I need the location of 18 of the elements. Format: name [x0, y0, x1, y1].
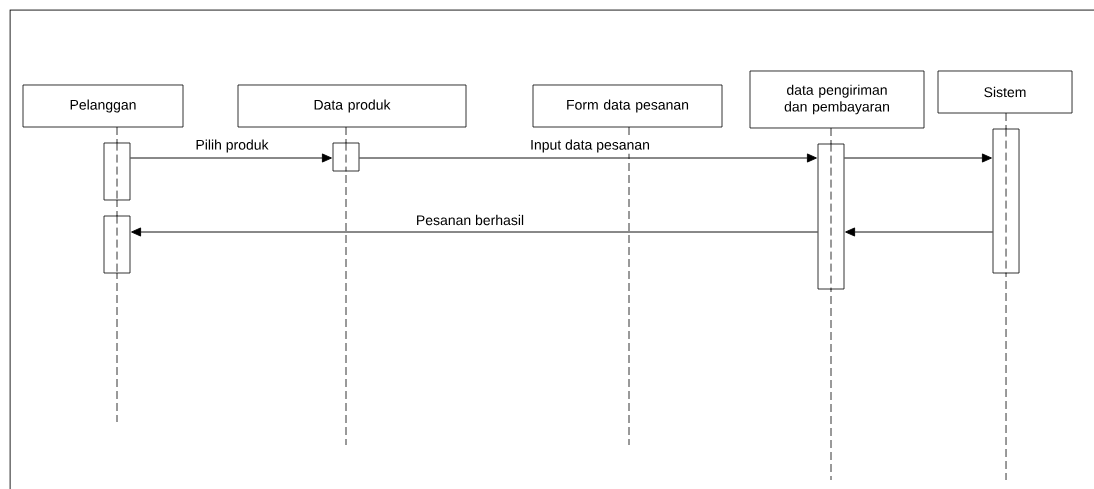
lifeline-header-box: Form data pesanan [532, 84, 723, 128]
lifeline-header-box: Pelanggan [22, 84, 184, 128]
activation-bar [332, 142, 360, 172]
activation-bar [103, 142, 131, 201]
activation-bar [992, 128, 1020, 274]
edge-label: Input data pesanan [528, 138, 652, 154]
edge-label: Pilih produk [194, 138, 270, 154]
edge-label: Pesanan berhasil [414, 213, 526, 227]
activation-bar [103, 215, 131, 274]
lifeline-header-box: data pengiriman dan pembayaran [749, 70, 925, 129]
message-arrow [358, 153, 817, 163]
message-arrow [129, 153, 332, 163]
activation-bar [817, 143, 845, 290]
lifeline-header-box: Data produk [237, 84, 467, 128]
message-arrow [843, 153, 992, 163]
lifeline-header-box: Sistem [937, 70, 1073, 114]
message-arrow [845, 227, 994, 237]
message-arrow [131, 227, 819, 237]
